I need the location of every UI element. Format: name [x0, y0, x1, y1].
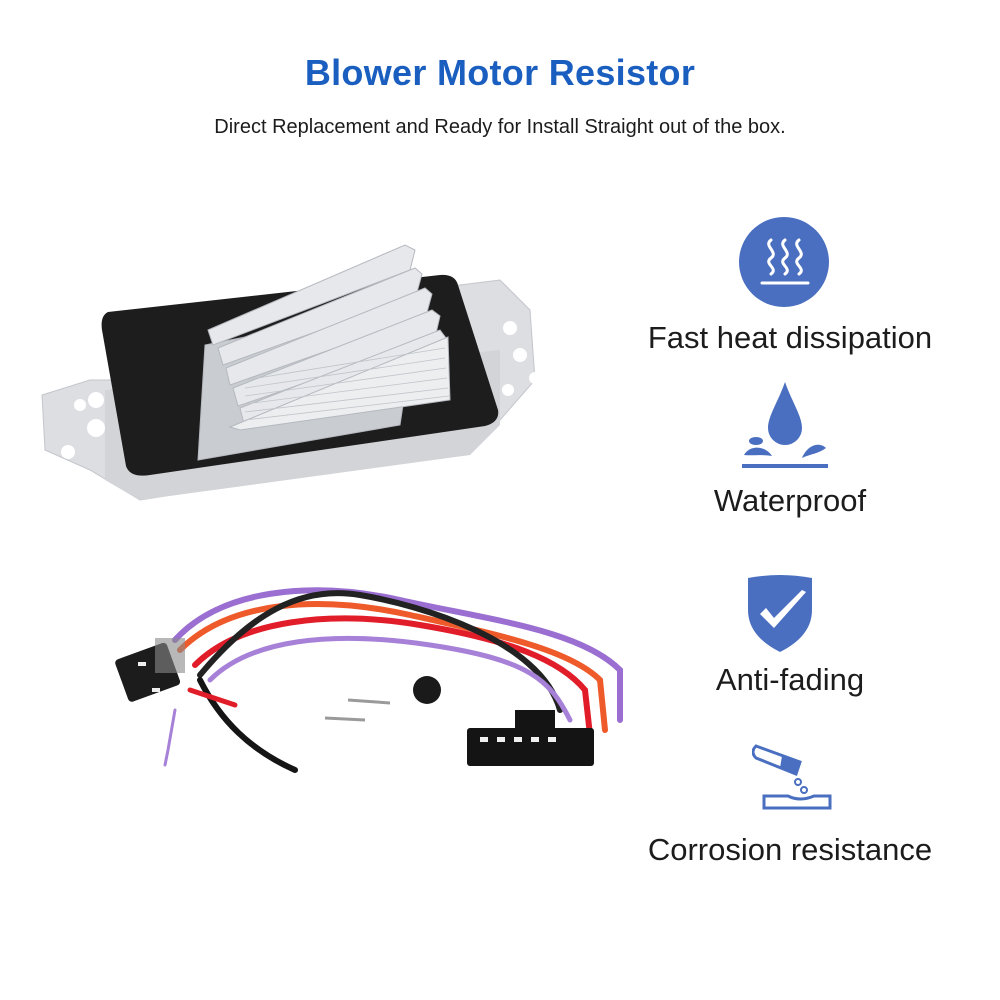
water-drop-icon	[742, 382, 828, 468]
feature-label-waterproof: Waterproof	[713, 483, 867, 518]
page-title: Blower Motor Resistor	[304, 52, 696, 93]
test-tube-corrosion-icon	[752, 744, 832, 810]
page-subtitle: Direct Replacement and Ready for Install…	[214, 116, 786, 138]
wiring-harness-image	[115, 587, 623, 773]
feature-label-corrosion: Corrosion resistance	[647, 832, 933, 867]
shield-check-icon	[748, 575, 812, 652]
feature-label-antifading: Anti-fading	[715, 662, 865, 697]
heat-dissipation-icon	[739, 217, 829, 307]
feature-label-heat: Fast heat dissipation	[647, 320, 933, 355]
blower-motor-resistor-image	[41, 244, 541, 501]
